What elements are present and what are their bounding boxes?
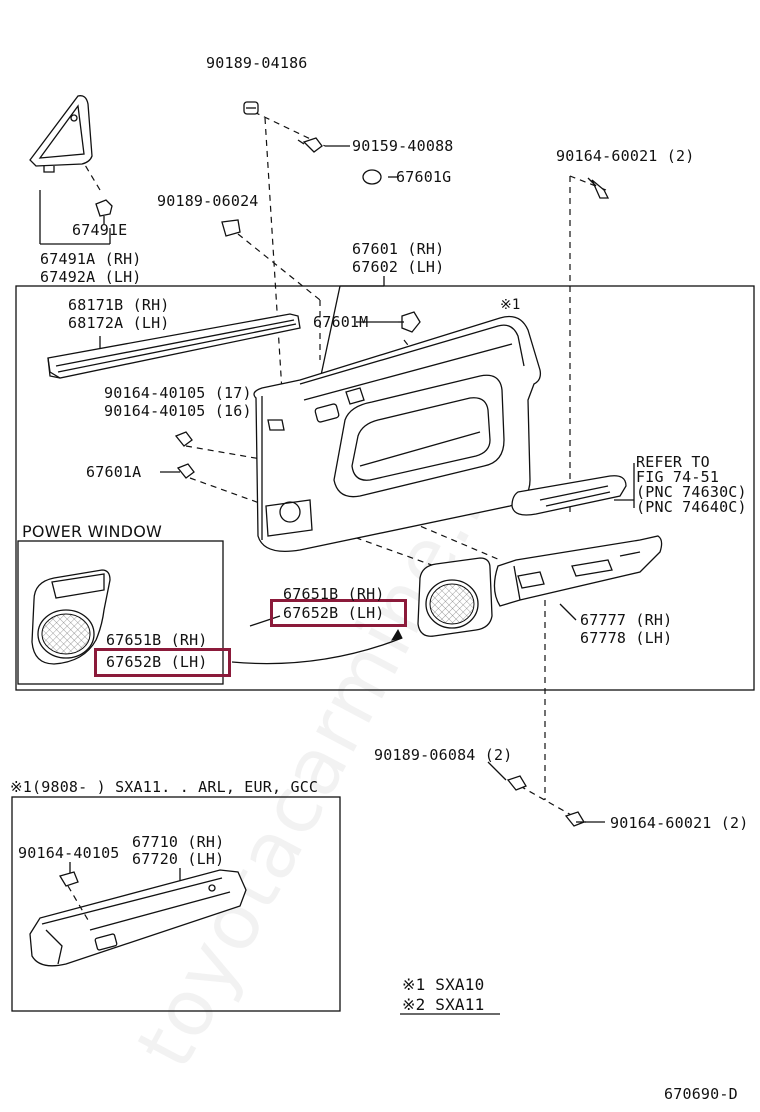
part-label-68172a[interactable]: 68172A (LH)	[68, 314, 170, 332]
variant-mark-1: ※1	[500, 297, 521, 313]
variant-note-sxa11: ※1(9808- ) SXA11. . ARL, EUR, GCC	[10, 778, 319, 796]
armrest-pad	[511, 475, 627, 516]
part-label-90164-40105-16[interactable]: 90164-40105 (16)	[104, 402, 252, 420]
screw-90159-40088	[297, 137, 323, 153]
legend-sxa10: ※1 SXA10	[402, 975, 485, 994]
mirror-cover-part	[29, 95, 93, 173]
door-trim-panel	[253, 315, 542, 553]
part-label-67601m[interactable]: 67601M	[313, 313, 369, 331]
part-label-67720[interactable]: 67720 (LH)	[132, 850, 225, 868]
refer-text-line1: REFER TO	[636, 453, 710, 471]
screw-90164-60021-top	[587, 177, 610, 199]
section-title-power-window: POWER WINDOW	[22, 522, 163, 541]
speaker-grille-main	[417, 557, 493, 637]
part-label-67777[interactable]: 67777 (RH)	[580, 611, 673, 629]
part-label-90189-06084[interactable]: 90189-06084 (2)	[374, 746, 513, 764]
clip-67491e	[95, 199, 113, 224]
arrow-head	[390, 628, 403, 641]
main-assembly-frame	[15, 285, 755, 691]
belt-molding-part	[47, 313, 301, 379]
power-window-frame	[17, 540, 224, 685]
refer-text-line3: (PNC 74630C)	[636, 483, 747, 501]
part-label-90189-04186[interactable]: 90189-04186	[206, 54, 308, 72]
screw-90164-60021-bottom	[564, 811, 586, 827]
part-label-67492a[interactable]: 67492A (LH)	[40, 268, 142, 286]
part-label-67651b-main[interactable]: 67651B (RH)	[283, 585, 385, 603]
refer-text-line4: (PNC 74640C)	[636, 498, 747, 516]
screw-90164-40105	[174, 431, 193, 447]
inset-trim-piece	[29, 869, 247, 967]
part-label-90164-60021-top[interactable]: 90164-60021 (2)	[556, 147, 695, 165]
speaker-grille-power-window	[31, 569, 111, 665]
highlight-67652b-main	[270, 599, 407, 627]
clip-90189-04186	[243, 101, 259, 115]
sxa11-inset-frame	[11, 796, 341, 1012]
part-label-68171b[interactable]: 68171B (RH)	[68, 296, 170, 314]
part-label-67601[interactable]: 67601 (RH)	[352, 240, 445, 258]
part-label-67602[interactable]: 67602 (LH)	[352, 258, 445, 276]
clip-67601m	[398, 311, 421, 333]
armrest-67777	[493, 535, 663, 607]
part-label-90189-06024[interactable]: 90189-06024	[157, 192, 259, 210]
part-label-67652b-main[interactable]: 67652B (LH)	[283, 604, 385, 622]
diagram-code: 670690-D	[664, 1085, 738, 1103]
part-label-90164-60021-bottom[interactable]: 90164-60021 (2)	[610, 814, 749, 832]
screw-90189-06084	[506, 775, 527, 791]
part-label-67710[interactable]: 67710 (RH)	[132, 833, 225, 851]
screw-67601a	[176, 463, 195, 479]
cap-67601g	[362, 169, 382, 185]
part-label-67491e[interactable]: 67491E	[72, 221, 128, 239]
part-label-67651b-power-window[interactable]: 67651B (RH)	[106, 631, 208, 649]
highlight-67652b-power-window	[94, 648, 231, 677]
part-label-90164-40105-inset[interactable]: 90164-40105	[18, 844, 120, 862]
part-label-67778[interactable]: 67778 (LH)	[580, 629, 673, 647]
part-label-67601g[interactable]: 67601G	[396, 168, 452, 186]
part-label-67491a[interactable]: 67491A (RH)	[40, 250, 142, 268]
part-label-90164-40105-17[interactable]: 90164-40105 (17)	[104, 384, 252, 402]
transfer-arrow	[231, 637, 403, 665]
part-label-67601a[interactable]: 67601A	[86, 463, 142, 481]
refer-text-line2[interactable]: FIG 74-51	[636, 468, 720, 486]
part-label-67652b-power-window[interactable]: 67652B (LH)	[106, 653, 208, 671]
legend-sxa11: ※2 SXA11	[402, 995, 485, 1014]
clip-90189-06024	[221, 219, 241, 237]
part-label-90159-40088[interactable]: 90159-40088	[352, 137, 454, 155]
